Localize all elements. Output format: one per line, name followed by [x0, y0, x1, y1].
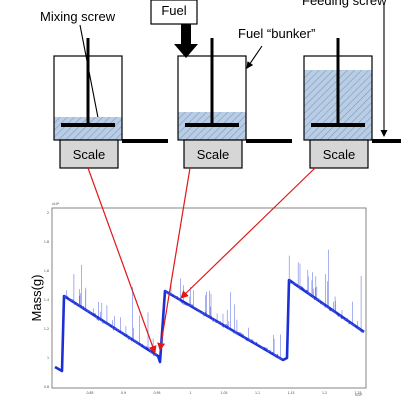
x-tick-label: 1.1 [255, 391, 260, 395]
x-tick-label: 1.25 [354, 391, 361, 395]
x-tick-label: 0.85 [86, 391, 93, 395]
x-tick-label: 1.15 [287, 391, 294, 395]
fuel-arrow-head [174, 44, 198, 58]
feeding-screw-label: Feeding screw [302, 0, 387, 8]
bunker-1-fuel-fill [54, 117, 122, 140]
scale-2 [183, 139, 243, 169]
x-tick-label: 1.2 [322, 391, 327, 395]
scale-2-label: Scale [197, 147, 230, 162]
mass-signal-line [54, 278, 365, 373]
y-tick-label: 1.2 [44, 327, 49, 331]
y-tick-label: 0.8 [44, 385, 49, 389]
bunker-1: Scale [53, 38, 168, 169]
y-tick-label: 1.8 [44, 240, 49, 244]
scale-3 [309, 139, 369, 169]
fuel-label: Fuel [161, 3, 186, 18]
arrow-scale-3-to-plot [180, 167, 316, 299]
fuel-bunker-pointer [246, 45, 263, 69]
bunker-3-feeder-pipe [372, 139, 401, 143]
x-tick-label: 0.9 [121, 391, 126, 395]
x-tick-label: 1 [189, 391, 191, 395]
fuel-bunker-label: Fuel “bunker” [238, 26, 315, 41]
x-tick-label: 1.05 [220, 391, 227, 395]
plot-frame [51, 207, 367, 389]
y-tick-label: 1.6 [44, 269, 49, 273]
fuel-box [150, 0, 198, 25]
mass-signal-noise [63, 279, 365, 361]
x-exponent: x10⁴ [355, 393, 363, 397]
bunker-2-screw-blade [185, 123, 239, 127]
mixing-screw-pointer [79, 24, 103, 129]
y-exponent: x10⁴ [52, 202, 60, 206]
y-tick-label: 1 [47, 356, 49, 360]
bunker-1-feeder-pipe [122, 139, 168, 143]
arrow-scale-2-to-plot [157, 167, 191, 351]
fuel-arrow-shaft [181, 24, 191, 44]
arrow-scale-1-to-plot [87, 167, 157, 354]
x-tick-label: 0.95 [153, 391, 160, 395]
scale-3-label: Scale [323, 147, 356, 162]
bunker-3-screw-blade [311, 123, 365, 127]
bunker-1-screw-blade [61, 123, 115, 127]
bunker-3: Scale [303, 38, 401, 169]
mass-plot: x10⁴ x10⁴ Mass(g) 0.85 0.9 0.95 1 1.05 1.1 1.1… [29, 202, 367, 397]
mixing-screw-label: Mixing screw [40, 9, 116, 24]
scale-1 [59, 139, 119, 169]
y-tick-label: 1.4 [44, 298, 49, 302]
y-axis-label: Mass(g) [29, 275, 44, 322]
tick-labels: 0.85 0.9 0.95 1 1.05 1.1 1.15 1.2 1.25 2 1.8 1.6 1.4… [44, 211, 362, 395]
bunker-2: Scale [177, 38, 292, 169]
bunker-2-feeder-pipe [246, 139, 292, 143]
scale-1-label: Scale [73, 147, 106, 162]
y-tick-label: 2 [47, 211, 49, 215]
